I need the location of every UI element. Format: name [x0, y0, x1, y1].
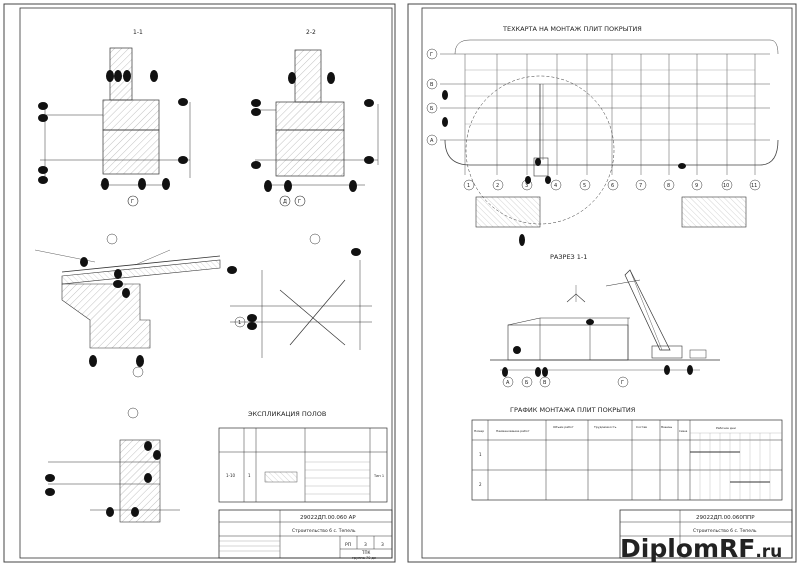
explication-room: 1-10	[226, 473, 236, 478]
left-sheet	[3, 3, 396, 563]
section-axis-g: Г	[621, 380, 624, 386]
schedule-header-labor: Трудоемкость	[593, 425, 617, 429]
left-stamp-group: группа 70 дс	[352, 556, 376, 560]
schedule-title: ГРАФИК МОНТАЖА ПЛИТ ПОКРЫТИЯ	[510, 406, 635, 414]
col-label-7: 7	[639, 183, 642, 189]
right-stamp-code: 29022ДП.00.060ППР	[696, 515, 755, 521]
col-label-9: 9	[695, 183, 698, 189]
schedule-header-days: Рабочие дни	[716, 426, 736, 430]
axis-marker-4: 1	[238, 320, 241, 326]
roof-node-detail	[34, 233, 221, 378]
col-label-5: 5	[583, 183, 586, 189]
schedule-header-shift: Смена	[679, 429, 688, 433]
schedule-table: ГРАФИК МОНТАЖА ПЛИТ ПОКРЫТИЯ Номер Наиме…	[471, 406, 783, 501]
right-sheet	[407, 3, 797, 563]
explication-table: ЭКСПЛИКАЦИЯ ПОЛОВ 1-10 1 Тип 1	[218, 410, 388, 503]
explication-type: 1	[248, 473, 251, 478]
left-stamp: 29022ДП.00.060 АР Строительство 6 с. Теп…	[218, 509, 393, 560]
col-label-11: 11	[751, 183, 757, 189]
schedule-header-crew: Состав	[636, 425, 647, 429]
col-label-6: 6	[611, 183, 614, 189]
explication-area: Тип 1	[373, 474, 384, 478]
row-label-g: Г	[430, 52, 433, 58]
left-stamp-code: 29022ДП.00.060 АР	[300, 515, 356, 521]
section-1-1: 1-1 Г	[38, 29, 191, 207]
axis-marker-1: Г	[131, 199, 134, 205]
svg-text:DiplomRF.ru: DiplomRF.ru	[620, 534, 782, 563]
section-view-1-1: РАЗРЕЗ 1-1 А Б В Г	[490, 253, 720, 388]
left-stamp-project: Строительство 6 с. Тепель	[292, 528, 356, 534]
right-stamp: 29022ДП.00.060ППР Строительство 6 с. Теп…	[619, 509, 793, 559]
left-stamp-sheets: 3	[381, 542, 384, 548]
techmap-title: ТЕХКАРТА НА МОНТАЖ ПЛИТ ПОКРЫТИЯ	[502, 25, 642, 33]
section-axis-a: А	[506, 380, 510, 386]
section-2-2: 2-2 Д Г	[251, 29, 379, 207]
row-label-a: А	[430, 138, 434, 144]
wall-node-detail	[45, 407, 180, 523]
row-label-v: В	[430, 82, 434, 88]
row-label-b: Б	[430, 106, 434, 112]
col-label-8: 8	[667, 183, 670, 189]
watermark-text: DiplomRF	[620, 534, 755, 563]
left-stamp-org: ТПК	[361, 550, 370, 555]
watermark-suffix: .ru	[755, 542, 782, 562]
explication-title: ЭКСПЛИКАЦИЯ ПОЛОВ	[248, 410, 326, 418]
watermark-logo: DiplomRF.ru	[620, 534, 782, 563]
col-label-4: 4	[554, 183, 557, 189]
schedule-row-1: 1	[479, 452, 482, 457]
techmap-plan: ТЕХКАРТА НА МОНТАЖ ПЛИТ ПОКРЫТИЯ	[426, 25, 779, 246]
section-view-title: РАЗРЕЗ 1-1	[550, 253, 587, 261]
axis-marker-3: Г	[298, 199, 301, 205]
col-label-10: 10	[723, 183, 729, 189]
schedule-row-2: 2	[479, 482, 482, 487]
right-stamp-project: Строительство 6 с. Тепель	[693, 528, 757, 534]
section-axis-v: В	[543, 380, 547, 386]
schedule-header-volume: Объем работ	[553, 425, 574, 429]
col-label-2: 2	[496, 183, 499, 189]
left-stamp-stage: РП	[345, 542, 351, 548]
plan-node-detail: 1	[227, 233, 372, 358]
section-axis-b: Б	[525, 380, 529, 386]
col-label-3: 3	[525, 183, 528, 189]
left-stamp-sheet: 3	[364, 542, 367, 548]
col-label-1: 1	[467, 183, 470, 189]
section-1-1-label: 1-1	[133, 29, 143, 36]
axis-marker-2: Д	[283, 199, 287, 205]
schedule-header-machines: Машины	[661, 425, 672, 429]
column-labels: 1 2 3 4 5 6 7 8 9 10 11	[463, 179, 761, 191]
schedule-header-work: Наименование работ	[496, 429, 530, 433]
schedule-header-number: Номер	[474, 429, 484, 433]
section-2-2-label: 2-2	[306, 29, 316, 36]
